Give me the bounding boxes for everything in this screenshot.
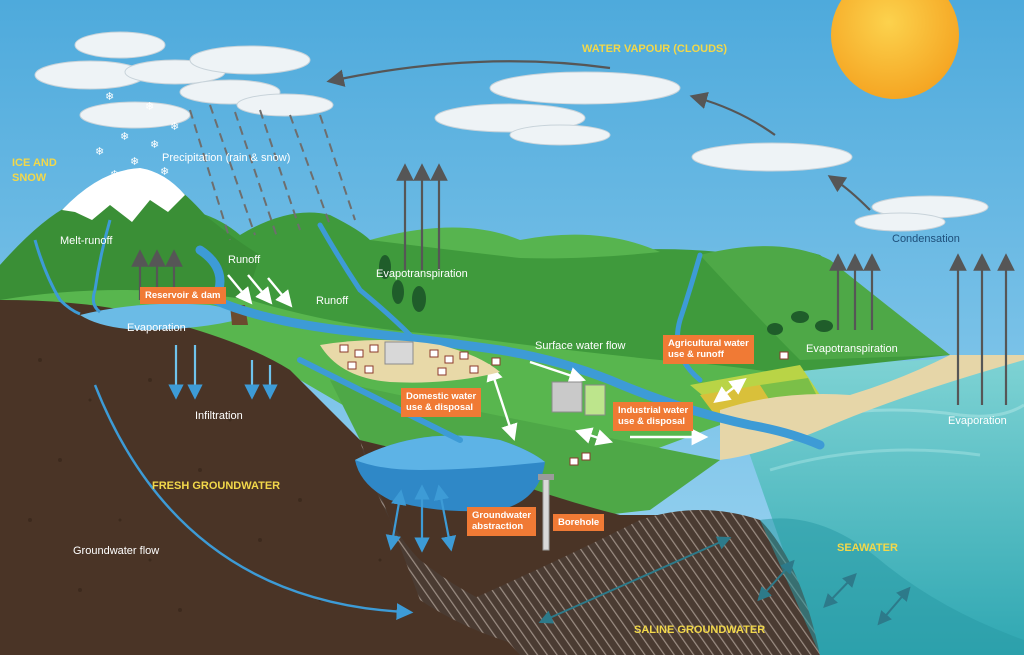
- ice-and-snow-label-line2: SNOW: [12, 172, 47, 184]
- svg-text:❄: ❄: [145, 100, 154, 113]
- svg-text:❄: ❄: [120, 130, 129, 143]
- industrial-water-line1: Industrial water: [618, 405, 689, 416]
- domestic-water-line2: use & disposal: [406, 402, 474, 414]
- reservoir: [80, 303, 245, 330]
- fresh-groundwater-label: FRESH GROUNDWATER: [152, 480, 281, 492]
- evaporation-arrows: [131, 163, 1015, 405]
- runoff-label-2: Runoff: [316, 295, 349, 307]
- svg-text:❄: ❄: [110, 168, 119, 181]
- svg-text:❄: ❄: [95, 145, 104, 158]
- infiltration-arrows: [168, 345, 278, 400]
- svg-text:❄: ❄: [150, 138, 159, 151]
- agricultural-water-box: Agricultural water use & runoff: [663, 335, 754, 364]
- abstraction-arrows: [385, 484, 457, 553]
- evaporation-label-2: Evaporation: [948, 415, 1007, 427]
- domestic-water-line1: Domestic water: [406, 391, 477, 402]
- industrial-water-box: Industrial water use & disposal: [613, 402, 694, 431]
- agricultural-water-line2: use & runoff: [668, 349, 724, 361]
- rain: [189, 104, 356, 241]
- evapotranspiration-label-2: Evapotranspiration: [806, 343, 898, 355]
- industrial-water-line2: use & disposal: [618, 416, 686, 428]
- surface-water-flow-label: Surface water flow: [535, 340, 626, 352]
- snowflakes: ❄❄❄ ❄❄❄ ❄❄❄: [95, 90, 179, 181]
- water-vapour-label: WATER VAPOUR (CLOUDS): [582, 43, 728, 55]
- runoff-label-1: Runoff: [228, 254, 261, 266]
- borehole-pipe: [542, 477, 550, 551]
- snow-cap: [62, 168, 185, 222]
- svg-text:❄: ❄: [160, 165, 169, 178]
- sun: [831, 0, 959, 99]
- evaporation-label-1: Evaporation: [127, 322, 186, 334]
- river-main: [195, 245, 825, 450]
- reservoir-dam-box: Reservoir & dam: [140, 287, 226, 305]
- saline-arrows: [538, 536, 911, 626]
- seawater-label: SEAWATER: [837, 542, 898, 554]
- vapour-arrows: [326, 60, 871, 211]
- precipitation-label: Precipitation (rain & snow): [162, 152, 291, 164]
- runoff-arrows: [227, 274, 747, 446]
- groundwater-flow-arrow: [93, 384, 414, 620]
- groundwater-abstraction-line2: abstraction: [472, 521, 524, 533]
- ice-and-snow-label-line1: ICE AND: [12, 157, 57, 169]
- borehole-box: Borehole: [553, 514, 605, 532]
- trees: [379, 255, 833, 335]
- svg-text:❄: ❄: [170, 120, 179, 133]
- evapotranspiration-label-1: Evapotranspiration: [376, 268, 468, 280]
- groundwater-abstraction-line1: Groundwater: [472, 510, 532, 521]
- groundwater-flow-label: Groundwater flow: [73, 545, 160, 557]
- houses: [320, 340, 789, 466]
- condensation-label: Condensation: [892, 233, 960, 245]
- saline-groundwater-label: SALINE GROUNDWATER: [634, 624, 766, 636]
- svg-text:❄: ❄: [105, 90, 114, 103]
- svg-text:❄: ❄: [130, 155, 139, 168]
- clouds: [34, 31, 989, 232]
- melt-runoff-label: Melt-runoff: [60, 235, 113, 247]
- infiltration-label: Infiltration: [195, 410, 243, 422]
- groundwater-abstraction-box: Groundwater abstraction: [467, 507, 537, 536]
- domestic-water-box: Domestic water use & disposal: [401, 388, 482, 417]
- agricultural-water-line1: Agricultural water: [668, 338, 749, 349]
